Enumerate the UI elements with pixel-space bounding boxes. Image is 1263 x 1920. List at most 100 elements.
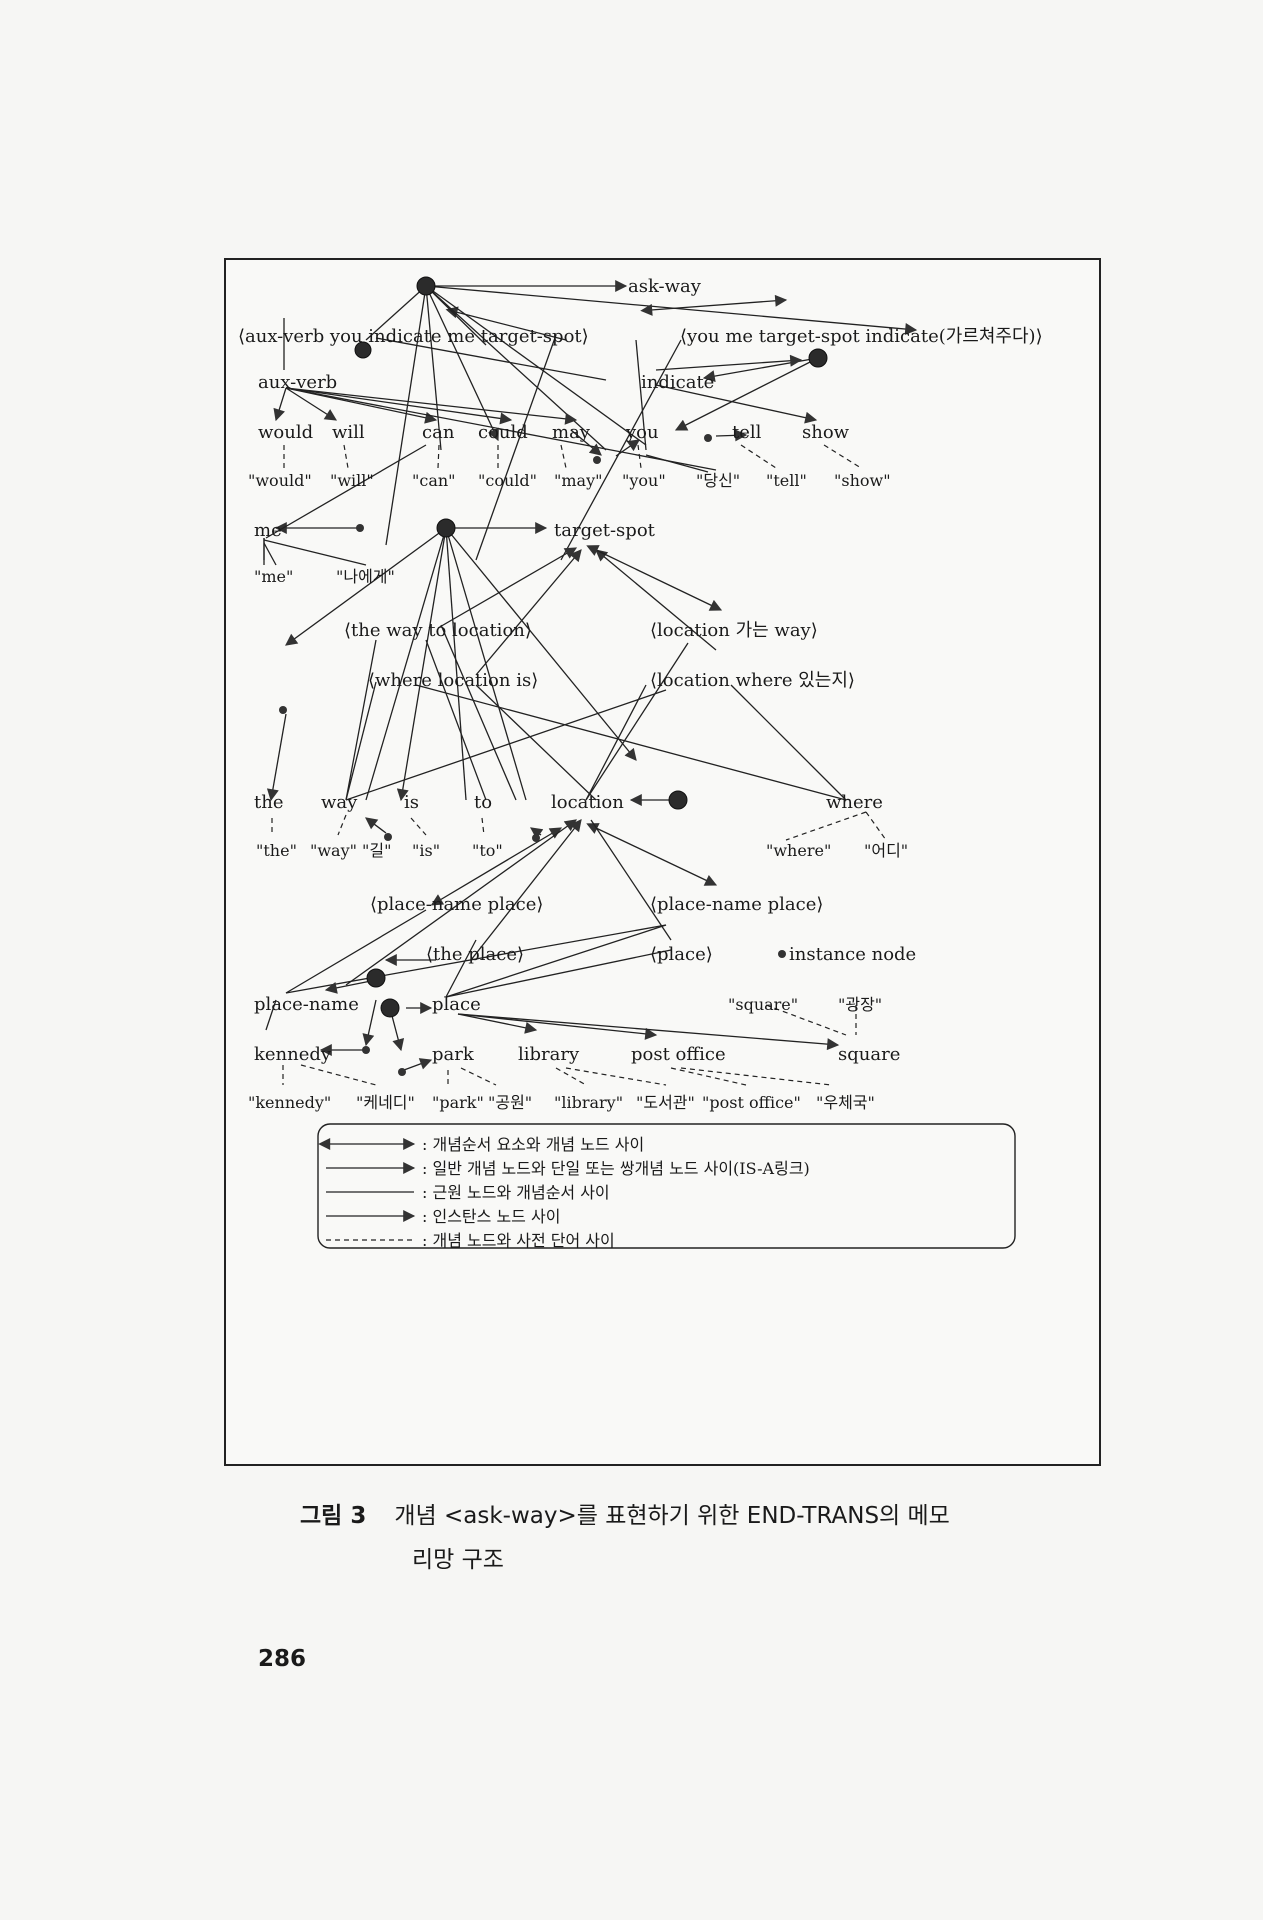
node-place-name: place-name	[254, 994, 359, 1015]
node-ask-way: ask-way	[628, 276, 702, 297]
node-is: is	[404, 792, 419, 813]
instance-node-tell	[704, 434, 712, 442]
word-me: "me"	[254, 567, 293, 586]
caption-number: 그림 3	[300, 1503, 367, 1529]
node-park: park	[432, 1044, 475, 1065]
legend-box	[317, 1123, 1016, 1249]
root-node	[416, 276, 436, 296]
frame-you-me-target-spot: ⟨you me target-spot indicate(가르쳐주다)⟩	[680, 326, 1043, 347]
word-kenedi: "케네디"	[356, 1093, 415, 1112]
instance-node-the	[279, 706, 287, 714]
legend-item-1: : 개념순서 요소와 개념 노드 사이	[422, 1135, 644, 1154]
node-indicate: indicate	[641, 372, 714, 393]
place-name-root-node	[366, 968, 386, 988]
node-can: can	[422, 422, 455, 443]
legend-item-5: : 개념 노드와 사전 단어 사이	[422, 1231, 615, 1250]
word-dangsin: "당신"	[696, 471, 740, 490]
instance-node-park	[398, 1068, 406, 1076]
node-will: will	[332, 422, 365, 443]
legend-item-2: : 일반 개념 노드와 단일 또는 쌍개념 노드 사이(IS-A링크)	[422, 1159, 810, 1178]
word-may: "may"	[554, 471, 602, 490]
node-post-office: post office	[631, 1044, 726, 1065]
instance-node-way	[384, 833, 392, 841]
caption-line-1: 개념 <ask-way>를 표현하기 위한 END-TRANS의 메모	[394, 1503, 950, 1529]
word-can: "can"	[412, 471, 456, 490]
legend-item-4: : 인스탄스 노드 사이	[422, 1207, 560, 1226]
node-to: to	[474, 792, 492, 813]
label-instance-node: instance node	[789, 944, 916, 965]
target-spot-root-node	[436, 518, 456, 538]
frame-location-way: ⟨location 가는 way⟩	[650, 620, 818, 641]
word-kennedy: "kennedy"	[248, 1093, 331, 1112]
frame-location-where: ⟨location where 있는지⟩	[650, 670, 855, 691]
instance-node-me	[356, 524, 364, 532]
node-library: library	[518, 1044, 580, 1065]
node-aux-verb: aux-verb	[258, 372, 337, 393]
word-square: "square"	[728, 995, 798, 1014]
word-the: "the"	[256, 841, 297, 860]
place-root-node	[380, 998, 400, 1018]
node-kennedy: kennedy	[254, 1044, 332, 1065]
word-where: "where"	[766, 841, 831, 860]
aux-frame-node	[354, 341, 372, 359]
caption-line-2: 리망 구조	[412, 1547, 504, 1573]
legend-item-3: : 근원 노드와 개념순서 사이	[422, 1183, 610, 1202]
node-would: would	[258, 422, 313, 443]
frame-place-name-place-2: ⟨place-name place⟩	[650, 894, 823, 915]
dictionary-words: "would" "will" "can" "could" "may" "you"…	[248, 471, 908, 1112]
node-where: where	[826, 792, 883, 813]
memory-network-diagram: ask-way ⟨aux-verb you indicate me target…	[238, 276, 1043, 1250]
word-to: "to"	[472, 841, 503, 860]
word-tell: "tell"	[766, 471, 807, 490]
frame-where-location-is: ⟨where location is⟩	[368, 670, 538, 691]
instance-node-kennedy	[362, 1046, 370, 1054]
word-gwangjang: "광장"	[838, 995, 882, 1014]
node-show: show	[802, 422, 850, 443]
word-eodi: "어디"	[864, 841, 908, 860]
word-ucheguk: "우체국"	[816, 1093, 875, 1112]
frame-the-place: ⟨the place⟩	[426, 944, 524, 965]
word-naege: "나에게"	[336, 567, 395, 586]
word-show: "show"	[834, 471, 891, 490]
node-could: could	[478, 422, 528, 443]
word-library: "library"	[554, 1093, 623, 1112]
word-would: "would"	[248, 471, 312, 490]
word-park: "park"	[432, 1093, 484, 1112]
word-will: "will"	[330, 471, 374, 490]
word-gil: "길"	[362, 841, 391, 860]
node-square: square	[838, 1044, 900, 1065]
word-doseogwan: "도서관"	[636, 1093, 695, 1112]
node-target-spot: target-spot	[554, 520, 656, 541]
word-could: "could"	[478, 471, 537, 490]
node-location: location	[551, 792, 624, 813]
node-tell: tell	[732, 422, 762, 443]
instance-node-to	[532, 834, 540, 842]
concept-labels: ask-way ⟨aux-verb you indicate me target…	[238, 276, 1043, 1065]
word-is: "is"	[412, 841, 440, 860]
node-way: way	[321, 792, 358, 813]
page-number: 286	[258, 1646, 307, 1672]
node-may: may	[552, 422, 591, 443]
node-you: you	[625, 422, 659, 443]
frame-aux-verb-you-indicate: ⟨aux-verb you indicate me target-spot⟩	[238, 326, 589, 347]
instance-node-may	[593, 456, 601, 464]
node-me: me	[254, 520, 282, 541]
word-post-office: "post office"	[702, 1093, 801, 1112]
word-way: "way"	[310, 841, 357, 860]
frame-place-name-place-1: ⟨place-name place⟩	[370, 894, 543, 915]
frame-place: ⟨place⟩	[650, 944, 713, 965]
word-you: "you"	[622, 471, 666, 490]
frame-the-way-to-location: ⟨the way to location⟩	[344, 620, 532, 641]
concept-nodes	[279, 276, 828, 1076]
frame2-node	[808, 348, 828, 368]
node-place: place	[432, 994, 481, 1015]
word-gongwon: "공원"	[488, 1093, 532, 1112]
node-the: the	[254, 792, 283, 813]
legend-instance-dot	[778, 950, 786, 958]
edges	[263, 280, 918, 1086]
location-root-node	[668, 790, 688, 810]
legend: : 개념순서 요소와 개념 노드 사이 : 일반 개념 노드와 단일 또는 쌍개…	[317, 1123, 1016, 1250]
figure-frame: ask-way ⟨aux-verb you indicate me target…	[224, 258, 1101, 1466]
